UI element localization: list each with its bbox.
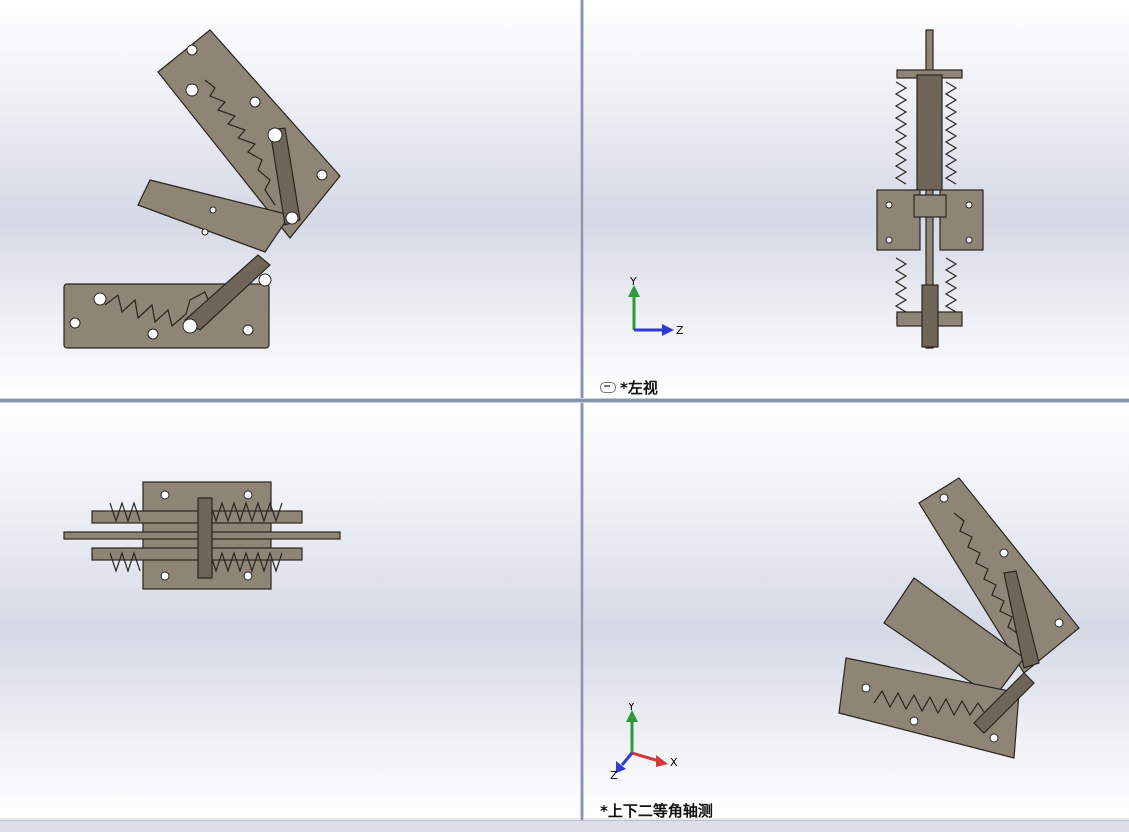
viewport-left[interactable]: *左视 Y Z [584,0,1129,398]
triad-y-label: Y [627,703,635,713]
viewport-splitter-vertical[interactable] [580,0,584,820]
hinge-model-top[interactable] [0,403,580,818]
triad-z-label: Z [676,324,684,337]
hinge-model-iso[interactable] [584,403,1129,818]
triad-y-label: Y [629,275,637,288]
viewport-splitter-horizontal[interactable] [0,398,1129,403]
viewport-iso[interactable]: *上下二等角轴测 Y X Z [584,403,1129,818]
hinge-model-front[interactable] [0,0,580,398]
view-label-left: *左视 [600,377,658,398]
link-icon [600,382,616,393]
view-label-iso: *上下二等角轴测 [600,802,713,818]
triad-z-label: Z [610,769,618,782]
coordinate-triad-left: Y Z [628,275,684,337]
spring-left [894,81,958,185]
triad-x-label: X [670,756,678,769]
viewport-top[interactable] [0,403,580,818]
viewport-front[interactable] [0,0,580,398]
coordinate-triad-iso: Y X Z [610,703,678,782]
view-label-left-text: *左视 [620,379,658,397]
status-bar [0,820,1129,832]
hinge-model-left[interactable] [584,0,1129,398]
